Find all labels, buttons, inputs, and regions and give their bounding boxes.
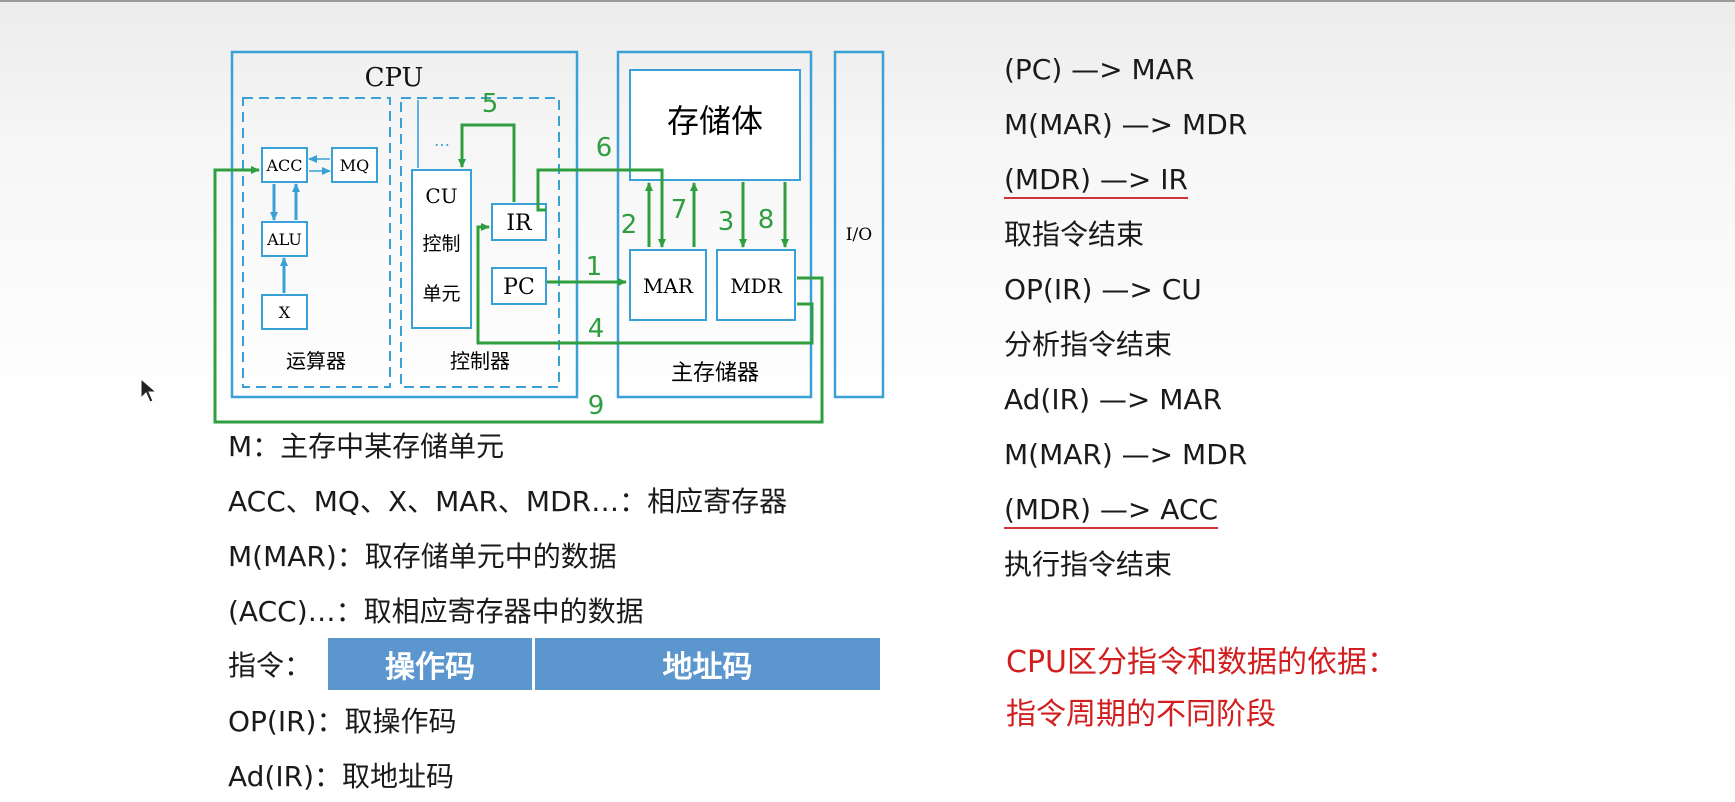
step-number-4: 4 — [588, 314, 605, 344]
cpu-title: CPU — [365, 63, 424, 93]
address-code-field: 地址码 — [535, 638, 880, 690]
cu-sub-label-1: 控制 — [422, 233, 460, 255]
mar-label: MAR — [643, 274, 694, 298]
alu-unit-label: 运算器 — [286, 349, 346, 373]
cu-block — [411, 169, 472, 329]
process-step-1: (PC) —> MAR — [1004, 53, 1195, 86]
step-number-7: 7 — [671, 195, 688, 225]
alu-label: ALU — [266, 230, 302, 249]
instruction-format: 指令： 操作码 地址码 — [228, 638, 880, 690]
process-step-4: OP(IR) —> CU — [1004, 273, 1202, 306]
step-number-2: 2 — [621, 210, 638, 240]
mdr-register — [716, 249, 796, 321]
x-label: X — [279, 303, 291, 322]
step-number-6: 6 — [596, 133, 613, 163]
note-line-2: 指令周期的不同阶段 — [1006, 697, 1276, 732]
process-fetch-end: 取指令结束 — [1004, 218, 1145, 251]
process-step-5: Ad(IR) —> MAR — [1004, 383, 1223, 416]
x-register — [261, 294, 308, 330]
legend-line-ad-ir: Ad(IR)：取地址码 — [228, 760, 454, 793]
process-step-3-text: (MDR) —> IR — [1004, 163, 1188, 199]
instruction-label: 指令： — [228, 649, 313, 682]
process-step-7: (MDR) —> ACC — [1004, 493, 1219, 529]
top-border — [0, 0, 1735, 2]
computer-structure-diagram: CPU ACC MQ ALU X 运算器 CU 控制 单元 … IR PC 控制… — [213, 50, 885, 424]
process-execute-end: 执行指令结束 — [1004, 548, 1173, 581]
acc-label: ACC — [265, 156, 302, 175]
legend-line-acc: (ACC)…：取相应寄存器中的数据 — [228, 595, 644, 628]
step-number-1: 1 — [586, 252, 603, 282]
step-number-3: 3 — [718, 207, 735, 237]
mdr-label: MDR — [730, 274, 783, 298]
mouse-cursor-icon — [140, 378, 158, 403]
process-step-3: (MDR) —> IR — [1004, 163, 1188, 199]
path-4-mdr-to-ir — [476, 223, 814, 345]
io-box — [833, 50, 885, 399]
pc-register — [491, 267, 547, 305]
cu-sub-label-2: 单元 — [422, 283, 460, 305]
main-memory-label: 主存储器 — [671, 361, 759, 386]
legend-line-m: M：主存中某存储单元 — [228, 430, 505, 463]
control-unit-label: 控制器 — [450, 349, 510, 373]
storage-body-box — [629, 69, 801, 181]
step-number-9: 9 — [588, 391, 605, 421]
process-step-2: M(MAR) —> MDR — [1004, 108, 1248, 141]
storage-body-label: 存储体 — [667, 102, 763, 140]
main-memory-box — [616, 50, 813, 399]
step-number-5: 5 — [482, 89, 499, 119]
step-number-8: 8 — [758, 205, 775, 235]
legend-line-registers: ACC、MQ、X、MAR、MDR…：相应寄存器 — [228, 485, 788, 518]
pc-label: PC — [503, 275, 535, 300]
path-9-mdr-to-acc — [213, 166, 824, 424]
mar-register — [629, 249, 707, 321]
mq-label: MQ — [340, 156, 370, 175]
legend-line-m-mar: M(MAR)：取存储单元中的数据 — [228, 540, 617, 573]
process-analyze-end: 分析指令结束 — [1004, 328, 1173, 361]
opcode-field: 操作码 — [328, 638, 535, 690]
alu-block — [261, 221, 308, 257]
note-line-1: CPU区分指令和数据的依据： — [1006, 645, 1397, 680]
cu-label: CU — [425, 184, 457, 208]
cpu-box — [230, 50, 579, 399]
process-step-7-text: (MDR) —> ACC — [1004, 493, 1219, 529]
ir-label: IR — [506, 211, 533, 236]
path-6-ir-to-mar — [536, 168, 666, 248]
mq-register — [331, 147, 378, 183]
alu-unit-region — [242, 97, 391, 388]
cu-ellipsis: … — [434, 131, 450, 150]
acc-register — [261, 147, 308, 183]
path-5-ir-to-cu — [458, 123, 516, 202]
io-label: I/O — [846, 225, 872, 245]
process-step-6: M(MAR) —> MDR — [1004, 438, 1248, 471]
legend-line-op-ir: OP(IR)：取操作码 — [228, 705, 457, 738]
